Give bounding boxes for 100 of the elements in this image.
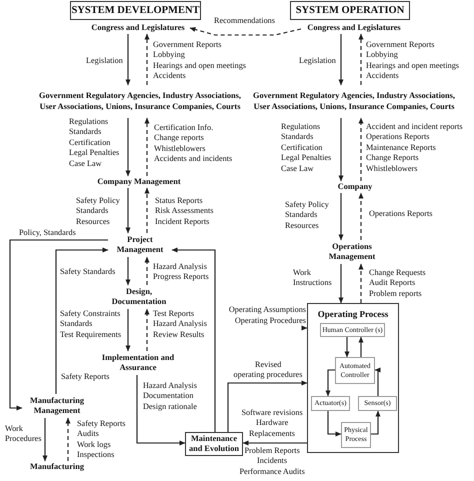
arrow — [338, 34, 344, 86]
flow-label: Work — [293, 268, 311, 278]
arrow — [55, 248, 108, 394]
flow-label: Whistleblowers — [366, 164, 418, 174]
node-label: Congress and Legislatures — [301, 22, 407, 34]
arrow — [338, 193, 344, 240]
flow-label: Incidents — [257, 456, 288, 467]
flow-label: Government Reports — [153, 40, 222, 50]
flow-label: Operating Assumptions — [228, 305, 306, 316]
flow-label: Operations Reports — [369, 209, 432, 220]
arrow — [126, 118, 130, 176]
flow-label: Safety Policy — [285, 200, 329, 210]
flow-label: Change Requests — [369, 268, 426, 278]
flow-label: Certification Info. — [154, 123, 214, 134]
flow-label: Progress Reports — [153, 272, 209, 283]
flow-label: Inspections — [77, 450, 114, 461]
flow-label: Hazard Analysis — [153, 262, 207, 272]
flow-label: Problem Reports — [244, 446, 300, 456]
flow-label: Case Law — [69, 158, 102, 169]
arrow — [66, 418, 70, 461]
flow-label: Test Requirements — [60, 330, 122, 340]
flow-label: Software revisions — [242, 408, 303, 418]
node-label: Congress and Legislatures — [86, 22, 190, 34]
flow-label: Regulations — [281, 122, 320, 132]
box-label: Maintenance and Evolution — [188, 434, 240, 454]
section-heading: SYSTEM DEVELOPMENT — [71, 4, 200, 17]
edge-label: Policy, Standards — [18, 228, 77, 238]
flow-label: Certification — [281, 142, 322, 154]
flow-label: Procedures — [5, 434, 42, 445]
edge-label: Safety Reports — [60, 372, 110, 382]
node-label: Government Regulatory Agencies, Industry Associations, User Associations, Unions, Insurance Companies, Courts — [250, 85, 458, 118]
arrow — [242, 440, 307, 446]
flow-label: Standards — [285, 210, 318, 221]
flow-label: Instructions — [293, 278, 332, 289]
arrow — [338, 264, 344, 304]
node-label: Project Management — [108, 233, 172, 257]
flow-label: Hearings and open meetings — [153, 60, 246, 72]
flow-label: Legal Penalties — [69, 148, 120, 159]
arrow — [9, 239, 108, 410]
box-label: Operating Process — [318, 309, 388, 320]
flow-label: Hearings and open meetings — [366, 60, 459, 72]
node-label: Operations Management — [322, 240, 382, 264]
flow-label: Operations Reports — [366, 132, 430, 143]
arrow — [190, 27, 302, 36]
flow-label: Audit Reports — [369, 278, 416, 289]
flow-label: Safety Constraints — [60, 309, 120, 320]
flow-label: Work — [5, 424, 23, 434]
flow-label: Legal Penalties — [281, 153, 332, 164]
arrow — [144, 188, 150, 233]
arrow — [144, 256, 150, 285]
flow-label: Accidents and incidents — [154, 154, 232, 165]
flow-label: Hazard Analysis — [143, 381, 197, 392]
flow-label: Replacements — [249, 428, 295, 440]
flow-label: Review Results — [153, 330, 204, 340]
flow-label: Resources — [285, 220, 319, 232]
flow-label: Status Reports — [155, 196, 203, 206]
arrow — [374, 368, 380, 396]
flow-label: Legislation — [86, 56, 123, 66]
node-label: Implementation and Assurance — [98, 351, 178, 375]
flow-label: Hardware — [256, 418, 288, 429]
arrow — [338, 118, 344, 182]
arrow — [126, 257, 130, 286]
flow-label: Safety Policy — [76, 196, 120, 206]
process-box — [307, 303, 399, 453]
arrow — [144, 118, 150, 176]
arrow — [358, 118, 364, 181]
flow-label: Standards — [76, 206, 108, 217]
arrow — [227, 380, 308, 432]
flow-label: Case Law — [281, 164, 314, 174]
flow-label: Certification — [69, 138, 110, 148]
arrow — [136, 375, 186, 446]
flow-label: Resources — [76, 216, 110, 228]
flow-label: Lobbying — [366, 50, 398, 61]
node-label: Manufacturing — [22, 461, 92, 473]
flow-label: Accidents — [153, 71, 186, 82]
node-label: Company — [330, 181, 380, 193]
arrow — [126, 188, 130, 234]
flow-label: Test Reports — [153, 309, 194, 320]
arrow — [358, 192, 364, 240]
component-box — [320, 323, 385, 337]
flow-label: Problem reports — [369, 288, 422, 300]
flow-label: Revised — [255, 360, 282, 370]
flow-label: Standards — [69, 127, 102, 138]
flow-label: Whistleblowers — [154, 144, 206, 154]
heading-box — [70, 1, 201, 20]
flow-label: Safety Reports — [77, 419, 126, 430]
node-label: Company Management — [92, 176, 186, 188]
flow-label: Accidents — [366, 71, 399, 82]
arrow — [126, 34, 130, 86]
flow-label: Incident Reports — [155, 216, 210, 228]
arrow — [326, 369, 335, 396]
component-box — [311, 396, 350, 411]
arrow — [172, 248, 216, 432]
flow-label: Documentation — [143, 391, 194, 402]
component-box — [358, 396, 397, 411]
arrow — [327, 411, 342, 436]
flow-label: Audits — [77, 429, 99, 440]
node-label: Government Regulatory Agencies, Industry Associations, User Associations, Unions, Insurance Companies, Courts — [36, 85, 244, 118]
component-box — [335, 357, 375, 384]
flow-label: Standards — [281, 132, 314, 143]
